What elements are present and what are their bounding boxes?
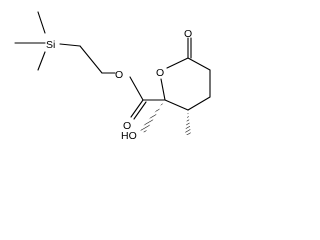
structure-canvas: Si O O O O HO — [14, 11, 211, 142]
bond-carbonyl-double-b — [133, 101, 147, 120]
ester-group: O O — [115, 69, 166, 132]
bond-ch2-ch2 — [79, 45, 103, 74]
bond-ring-o-quaternary — [160, 78, 166, 101]
ester-carbonyl-oxygen-label: O — [123, 120, 131, 132]
silicon-label: Si — [46, 39, 55, 51]
bond-si-ch2 — [59, 43, 81, 47]
bond-carbonyl-ch2 — [187, 57, 211, 71]
hashed-wedge-methyl — [185, 110, 191, 135]
ring-oxygen-label: O — [156, 67, 164, 79]
bond-ring-o-carbonyl — [166, 57, 189, 69]
hydroxymethyl-label: HO — [121, 130, 137, 142]
trimethylsilyl-group: Si — [14, 11, 116, 74]
lactone-carbonyl-oxygen-label: O — [184, 28, 192, 40]
bond-o-ester-carbon — [129, 76, 144, 101]
hashed-wedge-hydroxymethyl — [140, 100, 165, 133]
stereo-substituents: HO — [121, 100, 191, 142]
bond-ch2-methine — [187, 96, 211, 111]
lactone-ring: O O — [156, 28, 211, 111]
bond-si-methyl-top — [37, 11, 46, 34]
ester-oxygen-label: O — [115, 69, 123, 81]
bond-methine-quaternary — [164, 99, 189, 111]
bond-carbonyl-double-a — [130, 99, 144, 118]
bond-si-methyl-bottom — [37, 51, 46, 71]
